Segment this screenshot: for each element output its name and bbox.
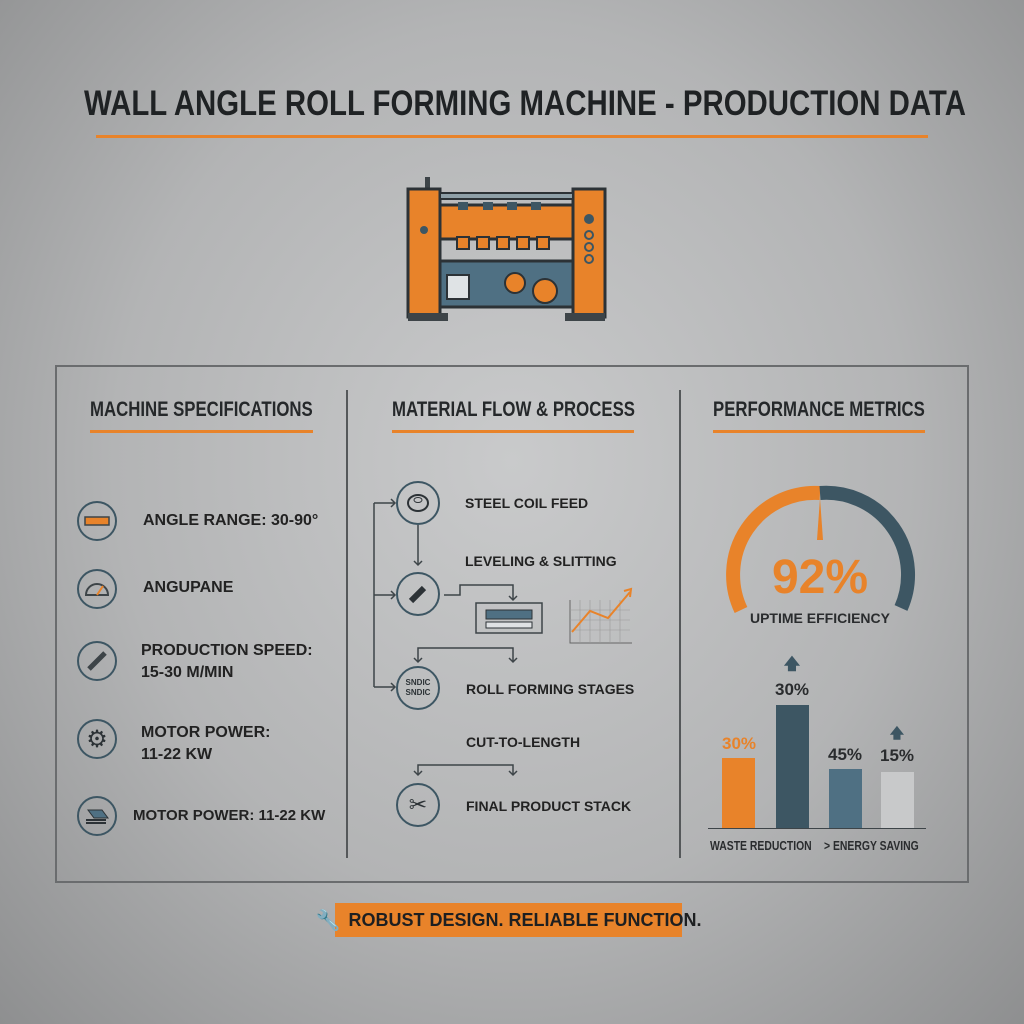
gear-icon: ⚙ <box>77 719 117 759</box>
content-panel <box>55 365 969 883</box>
column-divider <box>346 390 348 858</box>
spec-text: MOTOR POWER: 11-22 KW <box>133 807 326 824</box>
scissors-icon: ✂ <box>396 783 440 827</box>
level-icon <box>77 641 117 681</box>
page-title: WALL ANGLE ROLL FORMING MACHINE - PRODUC… <box>83 84 966 123</box>
ruler-icon <box>77 501 117 541</box>
gauge-icon <box>77 569 117 609</box>
spec-text: MOTOR POWER: <box>141 724 271 741</box>
coil-icon <box>396 481 440 525</box>
leveler-illustration <box>475 602 543 634</box>
gauge-value: 92% <box>771 551 869 604</box>
specs-heading: MACHINE SPECIFICATIONS <box>90 398 313 421</box>
flow-step: STEEL COIL FEED <box>465 495 589 511</box>
wrench-icon: 🔧 <box>315 909 341 932</box>
bar-label: 30% <box>774 680 810 699</box>
uptime-gauge <box>726 485 915 613</box>
up-arrow-icon: 🡅 <box>783 656 801 673</box>
page-title-wrapper: WALL ANGLE ROLL FORMING MACHINE - PRODUC… <box>0 84 1024 124</box>
performance-heading: PERFORMANCE METRICS <box>713 398 925 421</box>
bar-1 <box>776 705 809 828</box>
bar-label: 45% <box>827 745 863 764</box>
performance-heading-underline <box>713 430 925 433</box>
flow-heading: MATERIAL FLOW & PROCESS <box>392 398 635 421</box>
spec-item: ANGUPANE <box>143 577 233 599</box>
spec-text: PRODUCTION SPEED: <box>141 642 313 659</box>
spec-item: MOTOR POWER: 11-22 KW <box>133 805 325 827</box>
spec-item: ANGLE RANGE: 30-90° <box>143 510 318 532</box>
spec-text: ANGUPANE <box>143 579 234 596</box>
roller-label: SNDIC <box>405 678 431 687</box>
flow-connectors <box>373 498 633 777</box>
column-divider <box>679 390 681 858</box>
flow-heading-underline <box>392 430 634 433</box>
flow-step: FINAL PRODUCT STACK <box>466 798 632 814</box>
bar-chart: 30% 🡅 30% 45% 🡅 15% <box>708 656 926 829</box>
spec-item: PRODUCTION SPEED: 15-30 M/MIN <box>141 640 313 684</box>
flow-step: LEVELING & SLITTING <box>465 553 617 569</box>
spec-value: 11-22 KW <box>141 746 213 763</box>
bar-label: 15% <box>879 746 915 765</box>
spec-text: ANGLE RANGE: 30-90° <box>143 512 319 529</box>
up-arrow-icon: 🡅 <box>889 725 905 741</box>
axis-label-energy-saving: > ENERGY SAVING <box>824 838 919 853</box>
specs-heading-underline <box>90 430 313 433</box>
flow-step: ROLL FORMING STAGES <box>466 681 635 697</box>
footer-badge: 🔧 ROBUST DESIGN. RELIABLE FUNCTION. <box>316 903 701 937</box>
bar-label: 30% <box>721 734 757 753</box>
footer-text: ROBUST DESIGN. RELIABLE FUNCTION. <box>348 909 702 930</box>
slitter-blade-icon <box>396 572 440 616</box>
bar-3 <box>881 772 914 828</box>
roll-forming-machine-illustration <box>406 177 607 321</box>
sheet-stack-icon <box>77 796 117 836</box>
bar-2 <box>829 769 862 828</box>
flow-step: CUT-TO-LENGTH <box>466 734 581 750</box>
trend-chart-illustration <box>569 587 633 644</box>
roller-label: SNDIC <box>405 688 431 697</box>
spec-item: MOTOR POWER: 11-22 KW <box>141 722 270 766</box>
gauge-needle <box>817 498 823 540</box>
spec-value: 15-30 M/MIN <box>141 664 234 681</box>
gauge-label: UPTIME EFFICIENCY <box>749 610 890 626</box>
axis-label-waste-reduction: WASTE REDUCTION <box>710 838 812 853</box>
title-underline <box>96 135 928 138</box>
bar-0 <box>722 758 755 828</box>
